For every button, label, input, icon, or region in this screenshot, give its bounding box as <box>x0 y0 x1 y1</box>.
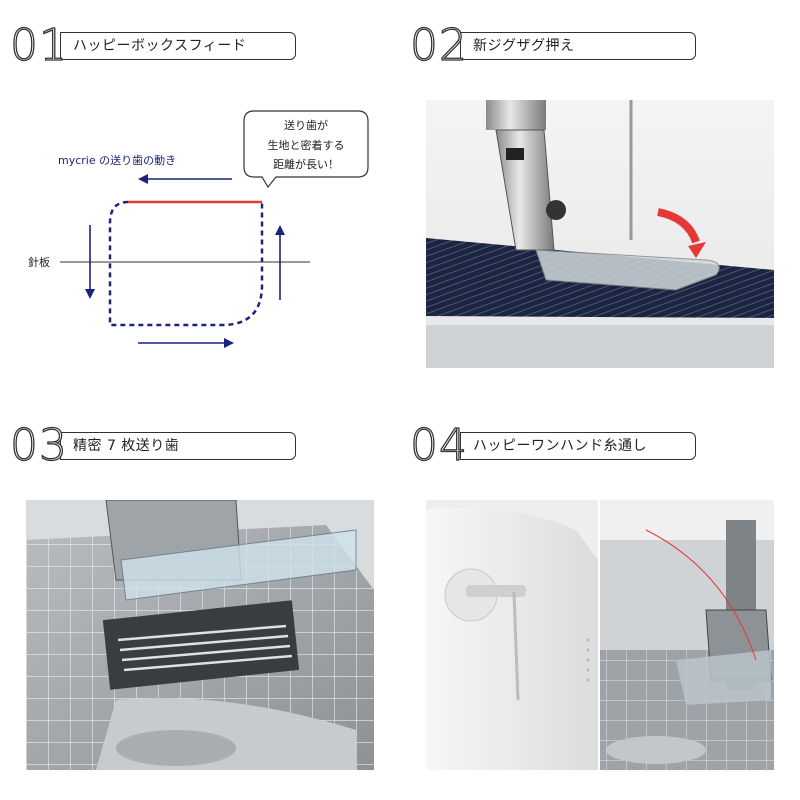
motion-label: mycrie の送り歯の動き <box>58 153 176 167</box>
section-header: 04 ハッピーワンハンド糸通し <box>409 420 700 471</box>
zigzag-foot-photo <box>426 100 774 368</box>
section-title: ハッピーボックスフィード <box>73 38 247 54</box>
section-title: 新ジグザグ押え <box>473 38 575 54</box>
section-header: 01 ハッピーボックスフィード <box>9 20 300 71</box>
bubble-line-1: 送り歯が <box>284 118 328 132</box>
bubble-line-2: 生地と密着する <box>268 138 345 152</box>
section-03: 03 精密 7 枚送り歯 <box>0 400 400 800</box>
title-frame <box>460 432 696 460</box>
arrow-left-icon <box>138 174 232 184</box>
feed-dogs-photo <box>26 500 374 770</box>
section-title: ハッピーワンハンド糸通し <box>473 438 647 454</box>
feed-path <box>108 200 264 327</box>
section-number: 01 <box>9 20 68 71</box>
section-number: 04 <box>409 420 468 471</box>
threader-photo <box>426 500 774 770</box>
section-title: 精密 7 枚送り歯 <box>73 438 180 454</box>
arrow-down-icon <box>85 225 95 299</box>
feed-motion-diagram: 送り歯が 生地と密着する 距離が長い！ mycrie の送り歯の動き 針板 <box>28 110 369 348</box>
section-02: 02 新ジグザグ押え <box>400 0 800 400</box>
section-01: 01 ハッピーボックスフィード 送り歯が 生地と密着する 距離が長い！ mycr… <box>0 0 400 400</box>
section-header: 02 新ジグザグ押え <box>409 20 700 71</box>
section-header: 03 精密 7 枚送り歯 <box>9 420 300 471</box>
rotation-arrow-icon <box>688 242 706 258</box>
arrow-up-icon <box>275 225 285 300</box>
speech-bubble: 送り歯が 生地と密着する 距離が長い！ <box>243 110 369 189</box>
bubble-line-3: 距離が長い！ <box>273 157 339 171</box>
plate-label: 針板 <box>28 255 50 269</box>
arrow-right-icon <box>138 338 234 348</box>
title-frame <box>60 432 296 460</box>
title-frame <box>460 32 696 60</box>
section-number: 02 <box>409 20 468 71</box>
section-04: 04 ハッピーワンハンド糸通し <box>400 400 800 800</box>
section-number: 03 <box>9 420 68 471</box>
title-frame <box>60 32 296 60</box>
